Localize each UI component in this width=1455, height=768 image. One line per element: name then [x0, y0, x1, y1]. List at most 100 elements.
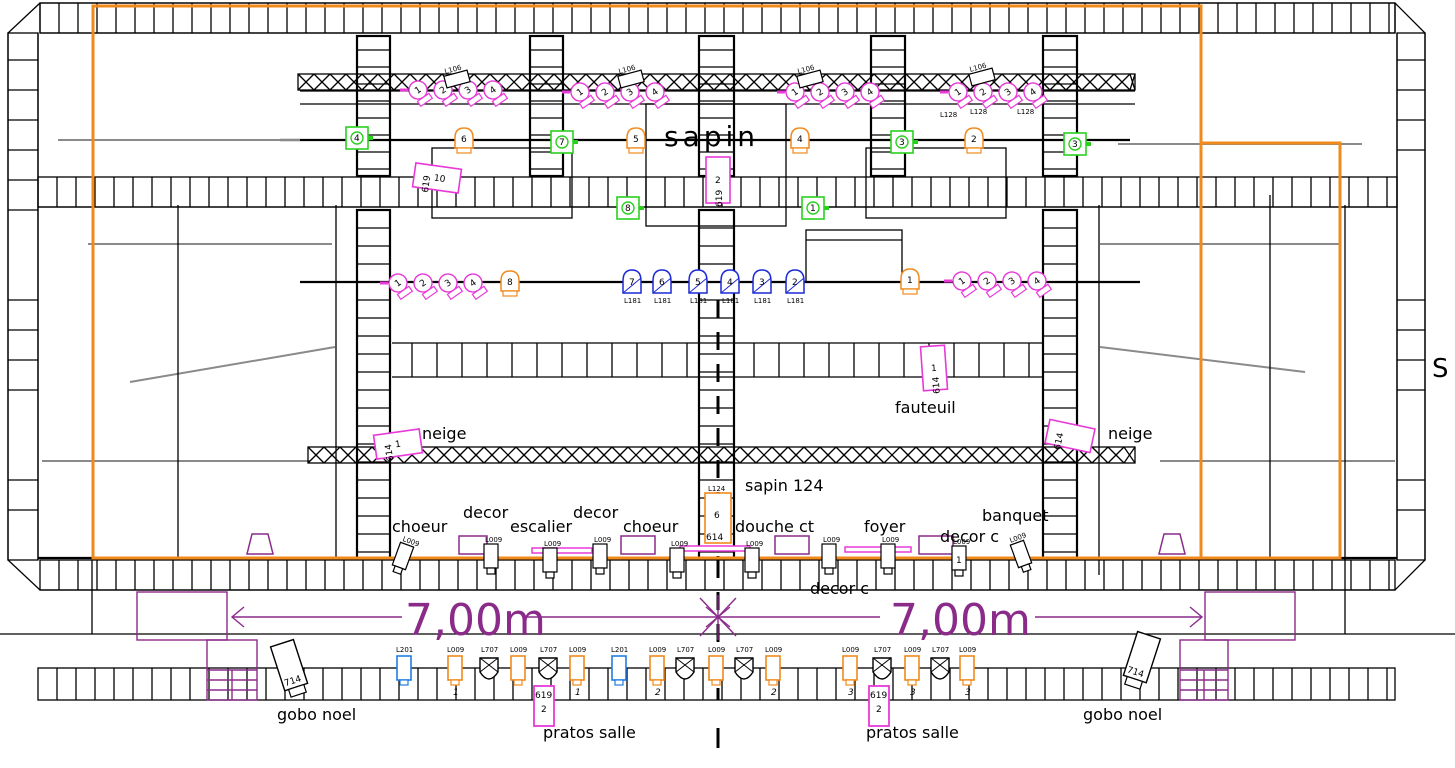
truss-web	[1011, 446, 1029, 464]
profile-spot: L009	[821, 536, 840, 575]
foh-fixture-number: 2	[655, 688, 661, 698]
gel-label: L707	[540, 646, 557, 654]
blue-fixture-body	[652, 269, 672, 294]
foh-fixture-body	[959, 655, 975, 681]
tower-upper	[697, 34, 736, 178]
pink-par: 4	[1027, 271, 1053, 299]
pink-par-number: 1	[953, 87, 963, 98]
stage-structure	[0, 2, 1455, 748]
foh-profile-mark	[872, 657, 892, 673]
gobo-box-body	[1044, 418, 1096, 454]
label-decor-c-2: decor c	[810, 579, 869, 598]
orange-fixture-gel	[628, 147, 644, 154]
truss-web	[947, 446, 965, 464]
label-sapin: sapin	[664, 120, 759, 153]
pink-par-gel	[578, 94, 596, 110]
truss-web	[851, 446, 869, 464]
gel-label: L009	[842, 646, 859, 654]
truss-web	[819, 446, 837, 464]
pink-par-gel	[603, 94, 621, 110]
label-neige-left: neige	[422, 424, 466, 443]
profile-spot: L009	[483, 536, 502, 575]
gel-label: L128	[1017, 108, 1034, 116]
blue-fixture-body	[785, 269, 805, 294]
truss-web	[963, 446, 981, 464]
truss-web	[771, 446, 789, 464]
gel-label: L128	[940, 111, 957, 119]
orange-fixture: 1	[900, 268, 920, 295]
pink-par-gel	[396, 285, 414, 301]
foh-fixture-body	[611, 655, 627, 681]
truss-web	[697, 73, 715, 91]
green-fixture-handle	[824, 206, 829, 210]
pink-par: 3	[1002, 271, 1028, 299]
pink-par-number: 4	[1028, 87, 1039, 99]
pink-par: 3	[458, 80, 484, 108]
green-fixture-handle	[1086, 142, 1091, 146]
foh-profile-body	[872, 657, 892, 680]
floor-rail	[531, 547, 593, 554]
truss-web	[777, 73, 795, 91]
foh-profile: L707	[872, 646, 892, 680]
label-banquet: banquet	[982, 506, 1049, 525]
gel-label: 619	[870, 691, 887, 701]
green-fixture: 3	[1063, 132, 1091, 156]
trusses	[297, 73, 1136, 464]
gel-label: L707	[481, 646, 498, 654]
gel-label: L009	[569, 646, 586, 654]
truss-web	[521, 73, 539, 91]
floor-box	[620, 535, 656, 555]
foh-profile-mark	[479, 657, 499, 673]
foh-fixture: L009	[510, 646, 527, 686]
foh-fixture-body	[510, 655, 526, 681]
foh-profile-body	[479, 657, 499, 680]
pink-par-gel	[960, 283, 978, 299]
green-fixture: 3	[890, 130, 918, 154]
gobo-box-number: 1	[394, 440, 401, 451]
gobo-box-number: 10	[433, 174, 446, 186]
profile-spot-lens	[392, 565, 404, 576]
truss-web	[995, 446, 1013, 464]
truss-web	[867, 446, 885, 464]
truss-web	[553, 73, 571, 91]
pink-par-gel	[1010, 283, 1028, 299]
gobo-projector: 714	[1122, 630, 1162, 690]
pink-par-gel	[868, 94, 886, 110]
pink-par: 3	[620, 82, 646, 110]
pratos-box-body	[868, 685, 890, 727]
truss-web	[297, 73, 315, 91]
label-neige-right: neige	[1108, 424, 1152, 443]
orange-fixture-body	[900, 268, 920, 290]
foh-profile: L707	[734, 646, 754, 680]
pink-par-gel	[446, 285, 464, 301]
pink-par-gel	[1031, 94, 1049, 110]
pink-par-number: 4	[468, 278, 479, 290]
orange-fixture: 8	[500, 270, 520, 297]
profile-spot-lens	[545, 571, 555, 579]
pink-par-number: 1	[957, 276, 967, 287]
pink-par-gel	[1006, 94, 1024, 110]
green-fixture: 4	[345, 126, 373, 150]
gel-label: L009	[671, 540, 688, 548]
pink-par-number: 1	[790, 87, 800, 98]
gel-label: L009	[485, 536, 502, 544]
truss-web	[505, 73, 523, 91]
green-fixture: 8	[616, 196, 644, 220]
truss-web	[361, 73, 379, 91]
blue-fixture-number: 3	[759, 278, 765, 288]
truss-web	[483, 446, 501, 464]
truss-web	[761, 73, 779, 91]
truss-web	[691, 446, 709, 464]
pink-par-gel	[653, 94, 671, 110]
blue-fixture-body	[752, 269, 772, 294]
right-side-ladder	[1396, 32, 1426, 561]
pink-par: 2	[413, 273, 439, 301]
truss-web	[979, 446, 997, 464]
